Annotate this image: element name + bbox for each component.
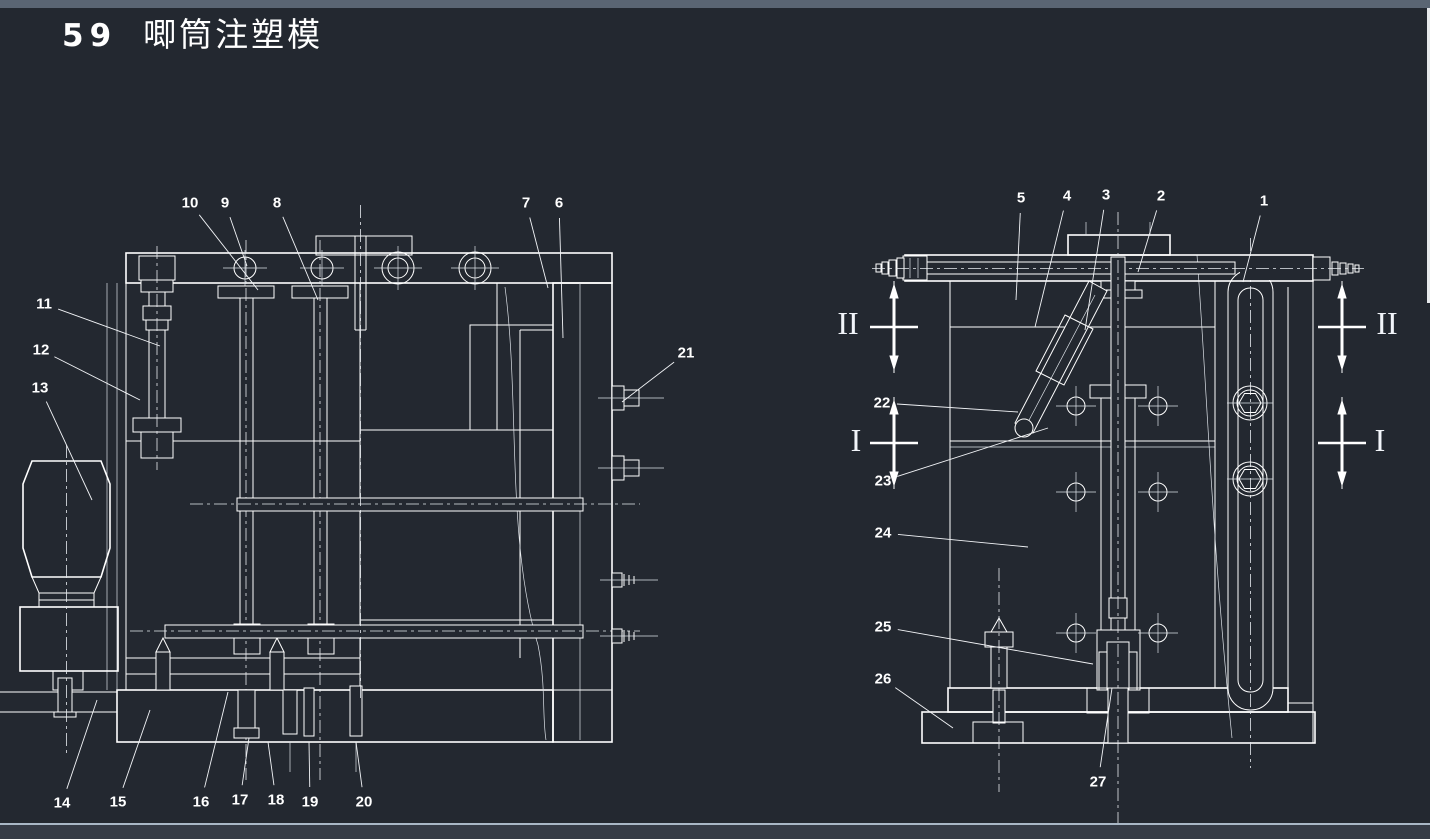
callout-leader-27 (1099, 687, 1113, 768)
base-plate (116, 689, 554, 743)
latch-strip (1196, 238, 1314, 768)
section-arrow-up-2 (1337, 283, 1347, 299)
callout-label-22: 22 (874, 395, 891, 412)
return-pin-assembly (132, 246, 182, 470)
section-arrow-up-3 (1337, 399, 1347, 415)
top-block (1067, 234, 1171, 256)
callout-label-24: 24 (875, 525, 892, 542)
callout-label-15: 15 (110, 794, 127, 811)
callout-label-6: 6 (555, 195, 563, 212)
callout-label-11: 11 (36, 296, 52, 313)
callout-label-16: 16 (193, 794, 210, 811)
callout-leader-21 (621, 361, 675, 403)
window-top-bar (0, 0, 1430, 8)
callout-leader-2 (1137, 210, 1158, 273)
callout-label-3: 3 (1102, 187, 1110, 204)
callout-label-4: 4 (1063, 188, 1072, 205)
drawing-title: 59 唧筒注塑模 (62, 8, 323, 56)
section-arrow-down-1 (889, 471, 899, 487)
callout-label-2: 2 (1157, 188, 1165, 205)
break-line (504, 286, 547, 741)
callout-leader-11 (57, 308, 161, 347)
callout-label-20: 20 (356, 794, 373, 811)
callout-label-7: 7 (522, 195, 530, 212)
callout-leader-20 (355, 741, 363, 788)
left-view (0, 205, 664, 780)
callout-label-5: 5 (1017, 190, 1025, 207)
callout-label-27: 27 (1090, 774, 1107, 791)
callout-label-10: 10 (182, 195, 199, 212)
section-label-II-2: II (1376, 305, 1397, 341)
callout-leader-24 (897, 533, 1029, 548)
callout-leader-12 (54, 356, 141, 401)
a-plate-side (949, 326, 1216, 442)
top-clamp-plate (125, 252, 613, 284)
callout-leader-5 (1015, 212, 1021, 301)
bottom-bolts (233, 685, 363, 772)
callout-leader-9 (229, 217, 248, 267)
callout-label-25: 25 (875, 619, 892, 636)
section-label-I-1: I (851, 422, 862, 458)
callout-leader-26 (895, 687, 954, 729)
callout-label-9: 9 (221, 195, 229, 212)
section-label-II-0: II (837, 305, 858, 341)
drawing-number: 59 (62, 18, 118, 54)
callout-label-19: 19 (302, 794, 319, 811)
callout-label-23: 23 (875, 473, 892, 490)
section-arrow-up-0 (889, 283, 899, 299)
callout-leader-19 (308, 741, 311, 788)
callout-leader-25 (897, 629, 1094, 665)
callout-label-21: 21 (678, 345, 695, 362)
callout-leader-22 (896, 403, 1019, 413)
callout-leader-23 (897, 427, 1049, 477)
locating-ring (315, 235, 413, 256)
callout-leader-7 (529, 217, 549, 289)
drawing-name: 唧筒注塑模 (143, 18, 324, 54)
callout-label-14: 14 (54, 795, 71, 812)
callout-label-17: 17 (232, 792, 249, 809)
injection-cylinder (19, 445, 119, 755)
callout-leader-15 (122, 709, 151, 788)
ejector-pins (155, 636, 285, 691)
angle-pin (1014, 280, 1108, 438)
hole-crosshairs (1056, 386, 1178, 653)
section-arrow-down-3 (1337, 471, 1347, 487)
callout-leader-6 (558, 217, 564, 339)
workspace-divider (0, 823, 1430, 825)
callout-label-12: 12 (33, 342, 50, 359)
section-arrow-up-1 (889, 399, 899, 415)
top-plate-holes (223, 246, 499, 290)
stop-pin (972, 568, 1024, 792)
right-view (872, 212, 1364, 823)
callout-label-26: 26 (875, 671, 892, 688)
callout-label-13: 13 (32, 380, 49, 397)
tie-rods (130, 497, 640, 639)
center-rod-spring (1086, 212, 1150, 823)
callout-leader-10 (198, 214, 259, 291)
callout-label-1: 1 (1260, 193, 1268, 210)
status-bar (0, 825, 1430, 839)
callout-label-8: 8 (273, 195, 281, 212)
b-plate-side (949, 440, 1216, 689)
callout-leader-13 (45, 401, 93, 501)
callout-leader-18 (267, 741, 275, 786)
callout-leader-17 (241, 737, 250, 786)
cavity-insert (469, 324, 554, 431)
section-arrow-down-0 (889, 355, 899, 371)
callout-leader-4 (1034, 210, 1064, 328)
side-bolts (598, 385, 664, 644)
callout-leader-3 (1084, 209, 1105, 331)
callout-leader-1 (1242, 215, 1261, 283)
callout-leader-16 (204, 691, 229, 788)
callout-label-18: 18 (268, 792, 285, 809)
callout-leader-14 (66, 699, 98, 789)
right-clamp-plate (552, 282, 613, 743)
scrollbar-thumb[interactable] (1427, 8, 1430, 303)
section-arrow-down-2 (1337, 355, 1347, 371)
section-label-I-3: I (1375, 422, 1386, 458)
callout-leader-8 (282, 216, 319, 301)
